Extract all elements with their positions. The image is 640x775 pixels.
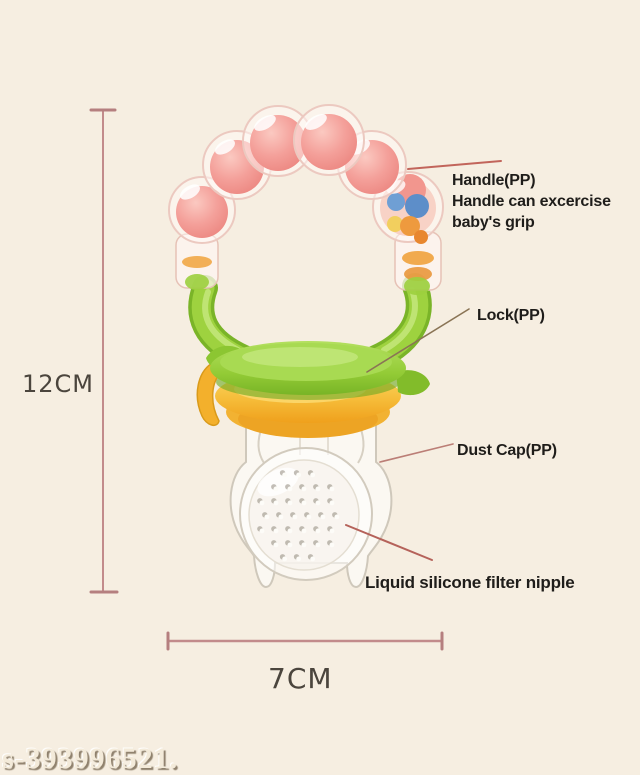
handle-annotation-desc2: baby's grip	[452, 214, 535, 231]
lock-tray	[206, 341, 430, 400]
leader-line-nipple	[345, 524, 433, 561]
handle-annotation-title: Handle(PP)	[452, 172, 536, 189]
handle-connectors	[175, 231, 442, 295]
nipple-annotation: Liquid silicone filter nipple	[365, 573, 575, 592]
leader-line-dustcap	[379, 443, 454, 463]
width-dimension-line	[166, 631, 444, 651]
rattle-balls	[168, 104, 444, 244]
leader-line-handle	[407, 160, 502, 170]
dust-cap-clip	[196, 361, 225, 427]
dust-cap-annotation: Dust Cap(PP)	[457, 442, 557, 459]
silicone-nipple-body	[229, 423, 393, 589]
handle-annotation-desc1: Handle can excercise	[452, 193, 611, 210]
filter-holes	[257, 470, 340, 562]
height-dimension-label: 12CM	[22, 370, 95, 398]
leader-line-lock	[366, 308, 470, 373]
lock-annotation: Lock(PP)	[477, 307, 545, 324]
height-dimension-line	[89, 108, 119, 594]
watermark-id: s-393996521.	[2, 742, 179, 775]
handle-annotation: Handle(PP) Handle can excercise baby's g…	[452, 170, 611, 233]
width-dimension-label: 7CM	[268, 662, 333, 695]
